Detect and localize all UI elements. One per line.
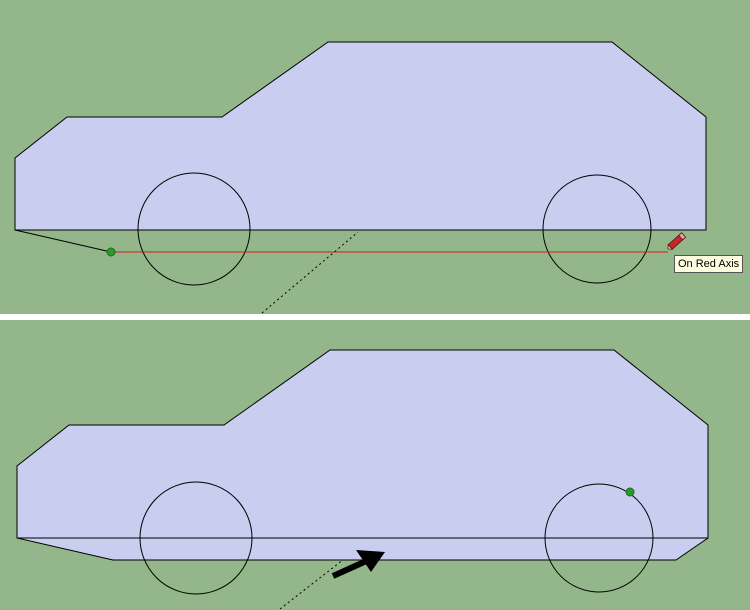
car-body-face-extended[interactable] [16, 349, 709, 561]
pencil-icon [667, 232, 687, 250]
front-wheel-circle[interactable] [137, 172, 251, 286]
endpoint-inference-dot [106, 247, 116, 257]
rear-wheel-circle[interactable] [544, 483, 654, 593]
green-axis-dotted [279, 555, 349, 610]
viewport-bottom[interactable] [0, 320, 750, 610]
green-axis-dotted [261, 231, 359, 314]
viewport-top[interactable]: On Red Axis [0, 0, 750, 314]
arrow-icon [331, 550, 385, 579]
rear-wheel-circle[interactable] [542, 174, 652, 284]
inference-tooltip: On Red Axis [674, 255, 744, 273]
on-edge-inference-dot [625, 487, 635, 497]
drawing-canvas-top[interactable] [0, 0, 750, 314]
car-body-face[interactable] [14, 41, 707, 231]
drawn-edge-line [14, 229, 112, 253]
drawing-canvas-bottom[interactable] [0, 320, 750, 610]
front-wheel-circle[interactable] [139, 481, 253, 595]
panel-divider [0, 314, 750, 320]
